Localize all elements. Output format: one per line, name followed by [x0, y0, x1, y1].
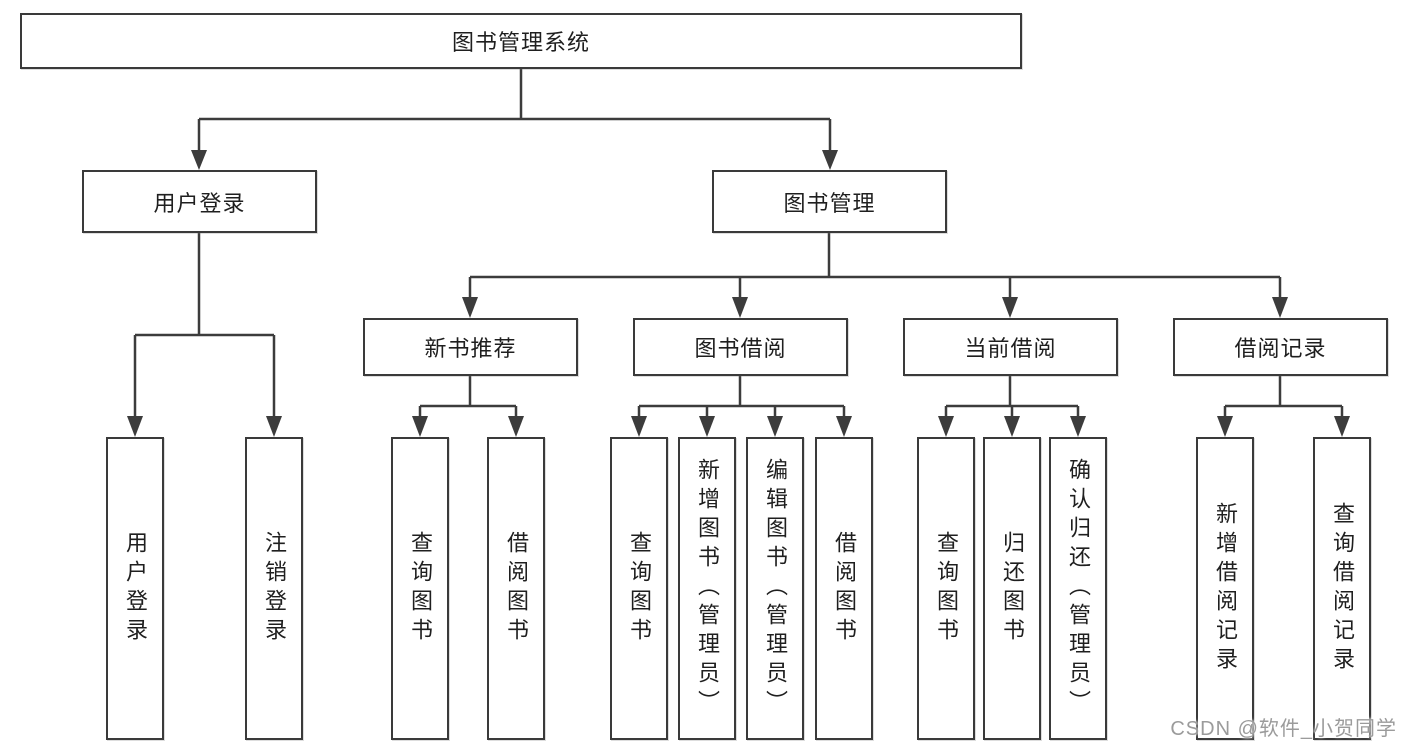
leaf-add-record: 新增借阅记录 — [1196, 437, 1254, 740]
leaf-add-book: 新增图书（管理员） — [678, 437, 736, 740]
leaf-borrow-book-borrow-label: 借阅图书 — [832, 530, 857, 647]
leaf-query-book-borrow: 查询图书 — [610, 437, 668, 740]
leaf-borrow-book-borrow: 借阅图书 — [815, 437, 873, 740]
node-root: 图书管理系统 — [20, 13, 1022, 69]
node-current-borrow: 当前借阅 — [903, 318, 1118, 376]
leaf-borrow-book-rec-label: 借阅图书 — [504, 530, 529, 647]
node-root-label: 图书管理系统 — [451, 30, 590, 55]
leaf-query-book-rec: 查询图书 — [391, 437, 449, 740]
node-new-book-rec-label: 新书推荐 — [424, 336, 517, 361]
leaf-confirm-return: 确认归还（管理员） — [1049, 437, 1107, 740]
leaf-logout: 注销登录 — [245, 437, 303, 740]
leaf-query-book-borrow-label: 查询图书 — [627, 530, 652, 647]
node-book-borrow-label: 图书借阅 — [694, 336, 787, 361]
leaf-add-book-label: 新增图书（管理员） — [695, 458, 720, 719]
arrowheads — [127, 150, 1350, 437]
node-user-login-label: 用户登录 — [153, 190, 246, 216]
leaf-edit-book: 编辑图书（管理员） — [746, 437, 804, 740]
node-book-mgmt-label: 图书管理 — [783, 190, 876, 216]
node-book-mgmt: 图书管理 — [712, 170, 947, 233]
node-user-login: 用户登录 — [82, 170, 317, 233]
leaf-confirm-return-label: 确认归还（管理员） — [1066, 458, 1091, 719]
leaf-user-login: 用户登录 — [106, 437, 164, 740]
leaf-add-record-label: 新增借阅记录 — [1213, 501, 1238, 676]
csdn-watermark: CSDN @软件_小贺同学 — [1170, 718, 1397, 740]
leaf-query-book-current-label: 查询图书 — [934, 530, 959, 647]
node-current-borrow-label: 当前借阅 — [964, 336, 1057, 361]
leaf-logout-label: 注销登录 — [262, 530, 287, 647]
leaf-return-book: 归还图书 — [983, 437, 1041, 740]
leaf-query-record-label: 查询借阅记录 — [1330, 501, 1355, 676]
node-new-book-rec: 新书推荐 — [363, 318, 578, 376]
leaf-query-book-current: 查询图书 — [917, 437, 975, 740]
leaf-edit-book-label: 编辑图书（管理员） — [763, 458, 788, 719]
leaf-user-login-label: 用户登录 — [123, 530, 148, 647]
node-book-borrow: 图书借阅 — [633, 318, 848, 376]
leaf-return-book-label: 归还图书 — [1000, 530, 1025, 647]
leaf-query-record: 查询借阅记录 — [1313, 437, 1371, 740]
leaf-query-book-rec-label: 查询图书 — [408, 530, 433, 647]
node-borrow-record: 借阅记录 — [1173, 318, 1388, 376]
node-borrow-record-label: 借阅记录 — [1234, 336, 1327, 361]
leaf-borrow-book-rec: 借阅图书 — [487, 437, 545, 740]
